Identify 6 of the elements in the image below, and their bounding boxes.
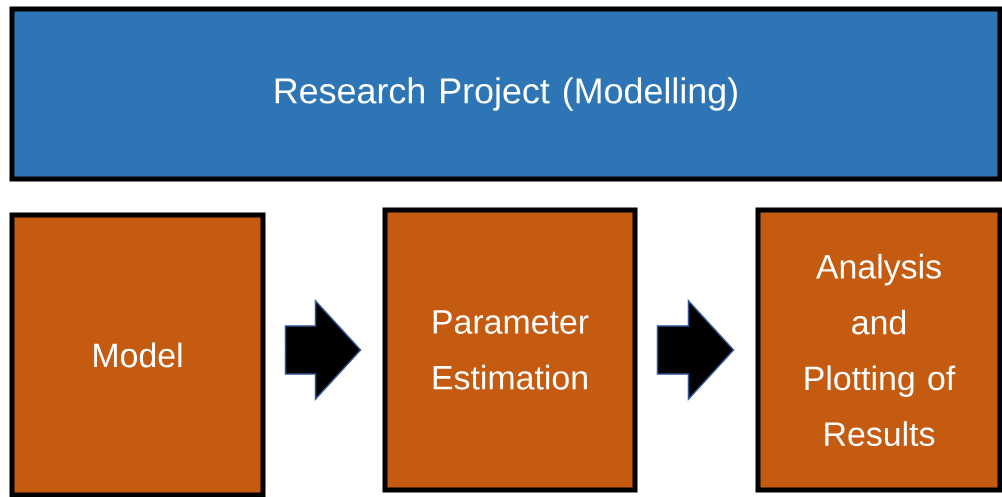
process-box: Parameter Estimation [382,207,638,493]
process-box: Analysis and Plotting of Results [755,207,1002,493]
process-box: Model [9,212,266,497]
banner-box: Research Project (Modelling) [9,6,1002,182]
block-arrow [284,299,362,401]
block-arrow [656,299,735,401]
